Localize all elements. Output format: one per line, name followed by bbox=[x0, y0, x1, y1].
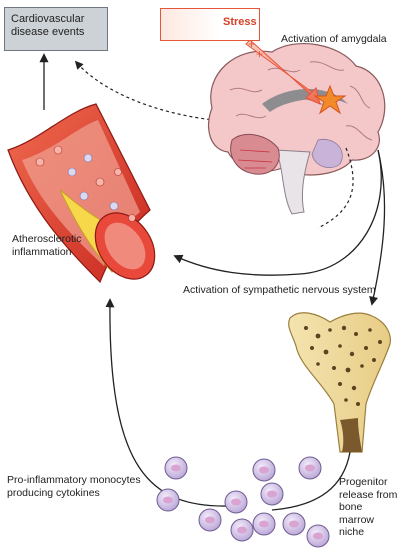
sympathetic-label: Activation of sympathetic nervous system bbox=[183, 284, 376, 296]
dashed-arrow-brain-to-bone bbox=[317, 147, 354, 229]
arrow-sympathetic-to-artery bbox=[173, 149, 382, 276]
monocyte-cell-icon bbox=[156, 488, 180, 512]
plus-sign-1: + bbox=[248, 37, 255, 51]
plus-sign-2: + bbox=[256, 47, 263, 61]
cvd-events-box: Cardiovascular disease events bbox=[4, 7, 108, 51]
bone-marrow-icon bbox=[288, 312, 391, 453]
star-icon bbox=[313, 84, 347, 115]
monocyte-cell-icon bbox=[224, 490, 248, 514]
arrow-brain-to-bone bbox=[369, 149, 386, 306]
artery-icon bbox=[7, 103, 156, 284]
arrow-monocytes-to-artery bbox=[105, 298, 231, 507]
monocyte-cell-icon bbox=[306, 524, 330, 548]
monocyte-cell-icon bbox=[260, 482, 284, 506]
brain-icon bbox=[207, 42, 386, 215]
progenitor-label: Progenitor release from bone marrow nich… bbox=[339, 476, 398, 538]
cvd-events-label: Cardiovascular disease events bbox=[11, 13, 85, 38]
atherosclerotic-label: Atherosclerotic inflammation bbox=[12, 233, 82, 258]
monocyte-cell-icon bbox=[252, 458, 276, 482]
monocyte-cell-icon bbox=[230, 518, 254, 542]
monocyte-cell-icon bbox=[298, 456, 322, 480]
monocyte-cell-icon bbox=[252, 512, 276, 536]
monocyte-cluster bbox=[156, 456, 330, 548]
stress-box: Stress bbox=[160, 8, 260, 41]
arrow-bone-to-monocytes bbox=[271, 451, 351, 511]
monocyte-cell-icon bbox=[164, 456, 188, 480]
monocyte-cell-icon bbox=[282, 512, 306, 536]
amygdala-label: Activation of amygdala bbox=[281, 33, 387, 45]
monocyte-cell-icon bbox=[198, 508, 222, 532]
stress-label: Stress bbox=[223, 16, 257, 28]
monocytes-label: Pro-inflammatory monocytes producing cyt… bbox=[7, 474, 141, 499]
